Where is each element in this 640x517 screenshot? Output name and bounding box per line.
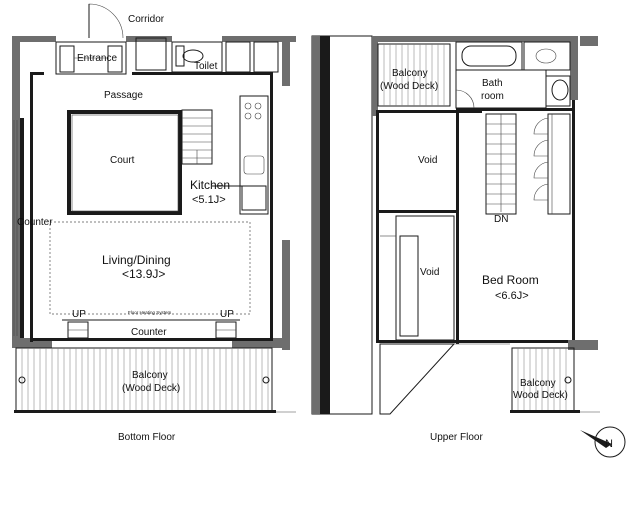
kitchen-counter bbox=[212, 95, 269, 215]
upper-lower-void bbox=[380, 215, 455, 341]
entrance-label: Entrance bbox=[77, 53, 117, 64]
toilet-label: Toilet bbox=[194, 61, 218, 72]
upper-top-balcony-label: Balcony bbox=[392, 68, 428, 79]
bottom-balcony-note: (Wood Deck) bbox=[122, 383, 180, 394]
living-dining-label: Living/Dining bbox=[102, 253, 171, 267]
upper-bottom-balcony bbox=[510, 347, 600, 413]
kitchen-label: Kitchen bbox=[190, 178, 230, 192]
passage-label: Passage bbox=[104, 90, 143, 101]
bath-label-line1: Bath bbox=[482, 78, 503, 89]
bottom-floor-caption: Bottom Floor bbox=[118, 432, 176, 443]
upper-bottom-balcony-note: Wood Deck) bbox=[513, 390, 568, 401]
bathroom-fixtures bbox=[455, 41, 571, 109]
toilet-fixture bbox=[171, 41, 279, 73]
upper-stair bbox=[485, 113, 517, 215]
corridor-label: Corridor bbox=[128, 14, 165, 25]
bottom-counter bbox=[62, 319, 240, 339]
bath-label-line2: room bbox=[481, 91, 504, 102]
north-compass: N bbox=[580, 426, 626, 458]
floor-heating-label: Floor Heating System bbox=[128, 310, 172, 315]
upper-floor-caption: Upper Floor bbox=[430, 432, 483, 443]
bottom-floor-labels: Corridor Entrance Toilet Passage Court K… bbox=[17, 14, 234, 443]
court-area bbox=[71, 114, 179, 212]
upper-top-balcony bbox=[377, 43, 451, 107]
compass-north-letter: N bbox=[605, 438, 613, 450]
left-window bbox=[13, 120, 18, 336]
bottom-balcony-label: Balcony bbox=[132, 370, 168, 381]
up-left-label: UP bbox=[72, 309, 86, 320]
floor-heating-area bbox=[49, 221, 251, 315]
upper-floor-walls bbox=[372, 36, 598, 350]
entrance-area bbox=[55, 37, 167, 75]
bedroom-label: Bed Room bbox=[482, 273, 539, 287]
upper-lower-roof bbox=[379, 343, 510, 415]
bottom-balcony-deck bbox=[14, 347, 296, 413]
corridor-door bbox=[88, 3, 124, 39]
void-top-label: Void bbox=[418, 155, 437, 166]
dn-label: DN bbox=[494, 214, 508, 225]
up-right-label: UP bbox=[220, 309, 234, 320]
upper-bottom-balcony-label: Balcony bbox=[520, 378, 556, 389]
bottom-floor-walls bbox=[12, 36, 296, 350]
bottom-floor-plan bbox=[12, 3, 296, 413]
bedroom-size-label: <6.6J> bbox=[495, 290, 529, 302]
bottom-stair bbox=[181, 109, 213, 165]
upper-top-balcony-note: (Wood Deck) bbox=[380, 81, 438, 92]
upper-floor-plan bbox=[311, 35, 600, 415]
counter-bottom-label: Counter bbox=[131, 327, 167, 338]
court-label: Court bbox=[110, 155, 135, 166]
living-dining-size-label: <13.9J> bbox=[122, 267, 165, 281]
bedroom-closet bbox=[533, 113, 571, 215]
void-bottom-label: Void bbox=[420, 267, 439, 278]
kitchen-size-label: <5.1J> bbox=[192, 194, 226, 206]
upper-floor-labels: Balcony (Wood Deck) Bath room Void DN Vo… bbox=[380, 68, 568, 443]
counter-left-label: Counter bbox=[17, 217, 53, 228]
